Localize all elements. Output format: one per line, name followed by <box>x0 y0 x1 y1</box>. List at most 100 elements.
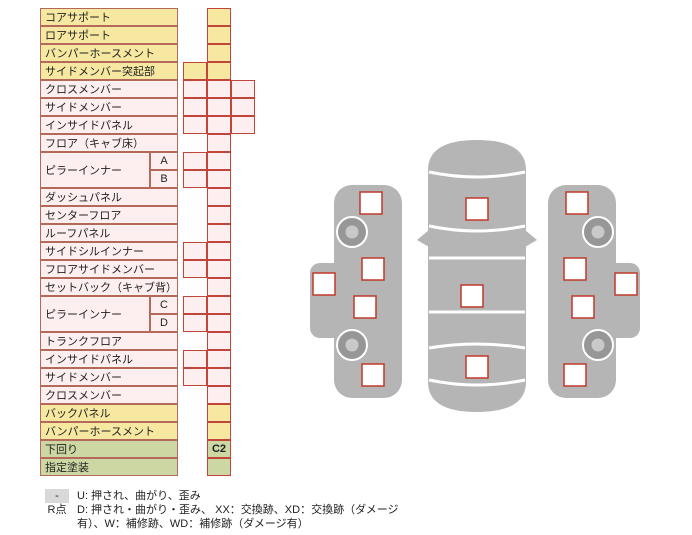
damage-point-marker[interactable] <box>465 355 489 379</box>
damage-point-marker[interactable] <box>571 295 595 319</box>
damage-grade-cell[interactable] <box>231 116 255 134</box>
damage-grade-cell[interactable] <box>207 26 231 44</box>
legend-text: D: 押され・曲がり・歪み、 XX：交換跡、XD：交換跡（ダメージ有）、W：補修… <box>77 504 399 530</box>
damage-grade-cell[interactable] <box>183 260 207 278</box>
legend-item: - U: 押され、曲がり、歪み <box>45 489 445 503</box>
frame-part-label: 下回り <box>40 440 178 458</box>
damage-point-marker[interactable] <box>361 363 385 387</box>
damage-point-marker[interactable] <box>563 363 587 387</box>
damage-grade-cell[interactable] <box>183 170 207 188</box>
panel-separator <box>428 342 526 350</box>
damage-grade-cell[interactable] <box>183 368 207 386</box>
damage-grade-cell[interactable] <box>207 260 231 278</box>
damage-grade-cell[interactable] <box>183 98 207 116</box>
frame-part-label: ピラーインナー <box>40 152 150 188</box>
damage-grade-cell[interactable] <box>207 62 231 80</box>
damage-grade-cell[interactable] <box>207 152 231 170</box>
damage-grade-cell[interactable] <box>207 314 231 332</box>
damage-grade-cell[interactable] <box>207 206 231 224</box>
damage-grade-cell[interactable] <box>207 224 231 242</box>
frame-part-label: クロスメンバー <box>40 386 178 404</box>
legend-marker-label: R点 <box>47 504 67 516</box>
damage-grade-cell[interactable] <box>183 116 207 134</box>
damage-grade-cell[interactable] <box>207 44 231 62</box>
frame-part-label: バックパネル <box>40 404 178 422</box>
frame-part-label: サイドシルインナー <box>40 242 178 260</box>
damage-grade-cell[interactable] <box>207 188 231 206</box>
top-view-car <box>417 140 537 412</box>
frame-part-label: インサイドパネル <box>40 116 178 134</box>
damage-grade-cell[interactable] <box>183 152 207 170</box>
damage-grade-cell[interactable] <box>207 386 231 404</box>
frame-part-label: コアサポート <box>40 8 178 26</box>
frame-part-label: 指定塗装 <box>40 458 178 476</box>
legend: - U: 押され、曲がり、歪み R点 D: 押され・曲がり・歪み、 XX：交換跡… <box>45 489 445 531</box>
frame-part-label: セットバック（キャブ背） <box>40 278 178 296</box>
right-car-markers <box>563 191 638 387</box>
damage-grade-cell[interactable] <box>183 350 207 368</box>
legend-marker-chip: - <box>45 489 69 503</box>
frame-part-label: サイドメンバー突起部 <box>40 62 178 80</box>
damage-grade-cell[interactable] <box>231 80 255 98</box>
frame-part-label: クロスメンバー <box>40 80 178 98</box>
damage-point-marker[interactable] <box>565 191 589 215</box>
mirror-right-icon <box>525 230 537 247</box>
frame-parts-table: コアサポートロアサポートバンパーホースメントサイドメンバー突起部クロスメンバーサ… <box>40 8 270 478</box>
damage-point-marker[interactable] <box>614 272 638 296</box>
damage-grade-cell[interactable] <box>183 62 207 80</box>
frame-part-label: フロアサイドメンバー <box>40 260 178 278</box>
damage-grade-cell[interactable] <box>207 134 231 152</box>
damage-grade-cell[interactable] <box>207 458 231 476</box>
damage-grade-cell[interactable] <box>207 350 231 368</box>
damage-grade-cell[interactable] <box>183 242 207 260</box>
wheel-hub-icon <box>591 338 605 352</box>
panel-separator <box>428 378 526 387</box>
damage-grade-cell[interactable] <box>183 80 207 98</box>
damage-grade-cell[interactable] <box>231 98 255 116</box>
top-car-markers <box>460 197 489 379</box>
damage-grade-cell[interactable] <box>207 80 231 98</box>
panel-separator <box>428 170 526 179</box>
frame-part-label: インサイドパネル <box>40 350 178 368</box>
damage-grade-cell[interactable] <box>207 8 231 26</box>
damage-grade-cell[interactable] <box>207 296 231 314</box>
frame-part-label: ピラーインナー <box>40 296 150 332</box>
wheel-hub-icon <box>345 225 359 239</box>
damage-grade-cell[interactable] <box>207 404 231 422</box>
underbody-grade-cell[interactable]: C2 <box>207 440 231 458</box>
damage-grade-cell[interactable] <box>207 98 231 116</box>
frame-part-label: バンパーホースメント <box>40 44 178 62</box>
damage-point-marker[interactable] <box>312 272 336 296</box>
damage-grade-cell[interactable] <box>207 170 231 188</box>
pillar-sub-label: D <box>150 314 178 332</box>
damage-grade-cell[interactable] <box>207 242 231 260</box>
damage-point-marker[interactable] <box>465 197 489 221</box>
damage-point-marker[interactable] <box>353 295 377 319</box>
damage-grade-cell[interactable] <box>207 422 231 440</box>
damage-grade-cell[interactable] <box>207 332 231 350</box>
vehicle-damage-diagram <box>310 140 640 412</box>
legend-item: R点 D: 押され・曲がり・歪み、 XX：交換跡、XD：交換跡（ダメージ有）、W… <box>45 503 445 531</box>
frame-part-label: トランクフロア <box>40 332 178 350</box>
damage-grade-cell[interactable] <box>207 368 231 386</box>
damage-point-marker[interactable] <box>460 284 484 308</box>
damage-grade-cell[interactable] <box>207 116 231 134</box>
damage-point-marker[interactable] <box>359 191 383 215</box>
wheel-hub-icon <box>345 338 359 352</box>
pillar-sub-label: A <box>150 152 178 170</box>
legend-text: U: 押され、曲がり、歪み <box>77 490 201 502</box>
frame-part-label: センターフロア <box>40 206 178 224</box>
damage-point-marker[interactable] <box>563 257 587 281</box>
frame-part-label: サイドメンバー <box>40 98 178 116</box>
pillar-sub-label: C <box>150 296 178 314</box>
pillar-sub-label: B <box>150 170 178 188</box>
damage-point-marker[interactable] <box>361 257 385 281</box>
damage-grade-cell[interactable] <box>183 314 207 332</box>
damage-grade-cell[interactable] <box>183 296 207 314</box>
mirror-left-icon <box>417 230 429 247</box>
damage-grade-cell[interactable] <box>207 278 231 296</box>
frame-part-label: バンパーホースメント <box>40 422 178 440</box>
panel-separator <box>428 224 526 233</box>
frame-part-label: ルーフパネル <box>40 224 178 242</box>
